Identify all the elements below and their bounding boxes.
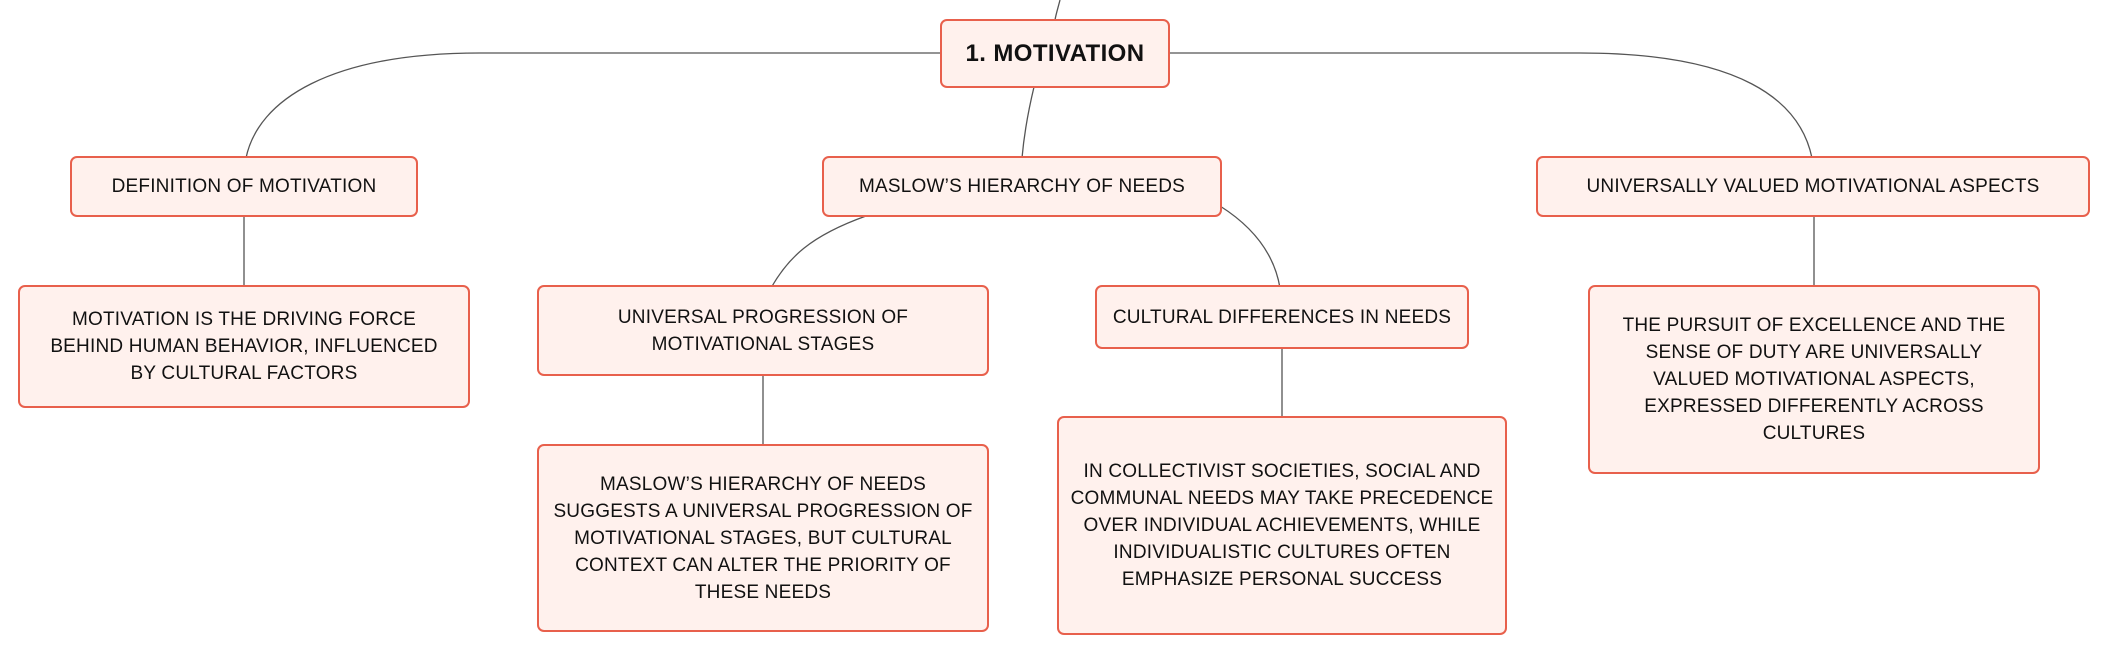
topic-label: DEFINITION OF MOTIVATION <box>111 176 377 197</box>
subtopic-universal-progression[interactable]: UNIVERSAL PROGRESSION OF MOTIVATIONAL ST… <box>537 285 989 376</box>
subtopic-label: UNIVERSAL PROGRESSION OF MOTIVATIONAL ST… <box>617 306 909 355</box>
subtopic-cultural-differences[interactable]: CULTURAL DIFFERENCES IN NEEDS <box>1095 285 1469 349</box>
detail-universal-progression[interactable]: MASLOW’S HIERARCHY OF NEEDS SUGGESTS A U… <box>537 444 989 632</box>
root-topic-node[interactable]: 1. MOTIVATION <box>940 19 1170 88</box>
connector-root-to-maslow <box>1021 86 1035 159</box>
topic-label: MASLOW’S HIERARCHY OF NEEDS <box>859 176 1185 197</box>
topic-definition-of-motivation[interactable]: DEFINITION OF MOTIVATION <box>70 156 418 217</box>
detail-universally-valued-aspects[interactable]: THE PURSUIT OF EXCELLENCE AND THE SENSE … <box>1588 285 2040 474</box>
detail-text: MOTIVATION IS THE DRIVING FORCE BEHIND H… <box>50 309 438 384</box>
connector-parent-to-root <box>1054 0 1061 21</box>
subtopic-label: CULTURAL DIFFERENCES IN NEEDS <box>1112 306 1452 328</box>
detail-text: THE PURSUIT OF EXCELLENCE AND THE SENSE … <box>1622 315 2006 444</box>
connector-maslow-to-cultural <box>1219 205 1281 289</box>
connector-root-to-definition <box>245 52 942 159</box>
topic-maslows-hierarchy[interactable]: MASLOW’S HIERARCHY OF NEEDS <box>822 156 1222 217</box>
topic-universally-valued-aspects[interactable]: UNIVERSALLY VALUED MOTIVATIONAL ASPECTS <box>1536 156 2090 217</box>
connector-maslow-to-progression <box>770 215 867 289</box>
detail-text: MASLOW’S HIERARCHY OF NEEDS SUGGESTS A U… <box>553 473 973 603</box>
detail-definition-of-motivation[interactable]: MOTIVATION IS THE DRIVING FORCE BEHIND H… <box>18 285 470 408</box>
detail-cultural-differences[interactable]: IN COLLECTIVIST SOCIETIES, SOCIAL AND CO… <box>1057 416 1507 635</box>
root-topic-label: 1. MOTIVATION <box>965 40 1145 67</box>
detail-text: IN COLLECTIVIST SOCIETIES, SOCIAL AND CO… <box>1070 461 1494 590</box>
topic-label: UNIVERSALLY VALUED MOTIVATIONAL ASPECTS <box>1586 176 2040 197</box>
connector-root-to-universal-aspects <box>1168 52 1813 159</box>
